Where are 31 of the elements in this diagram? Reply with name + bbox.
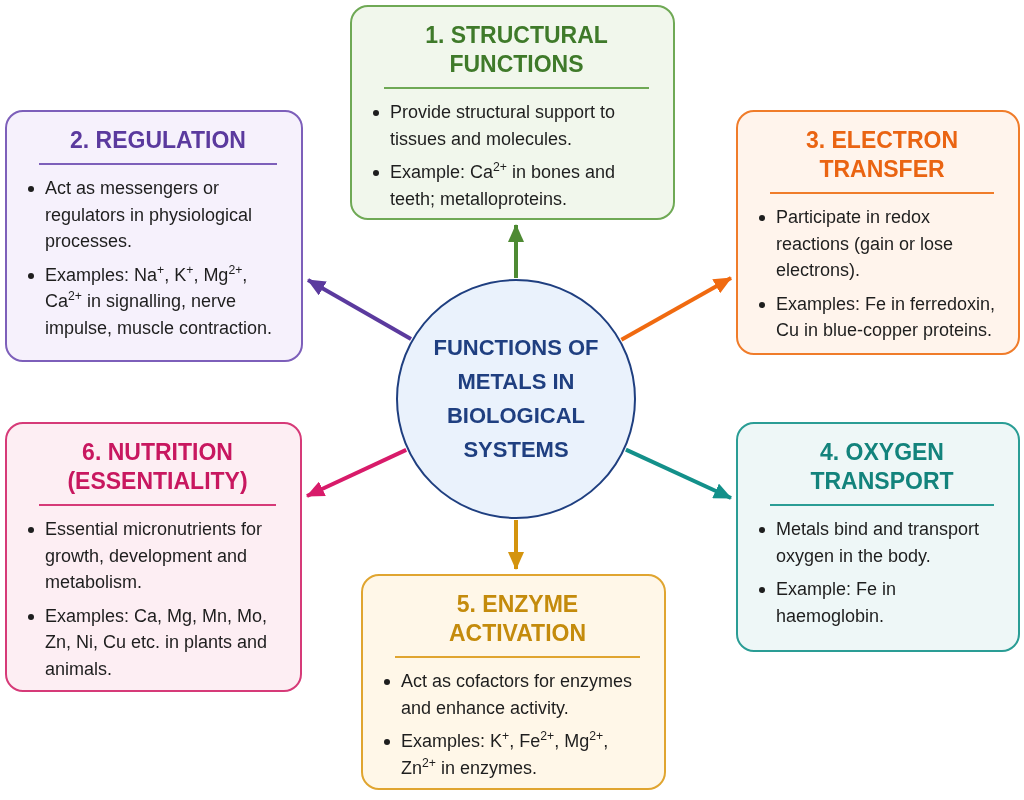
bullet-text: Essential micronutrients for growth, development and metabolism. <box>25 516 275 596</box>
card-heading: 6. NUTRITION (ESSENTIALITY) <box>66 438 249 496</box>
function-card <box>361 574 666 790</box>
bullet-text: Examples: Fe in ferredoxin, Cu in blue-copper proteins. <box>756 290 1001 344</box>
arrow <box>625 447 732 500</box>
card-heading: 1. STRUCTURAL FUNCTIONS <box>424 21 609 79</box>
arrow <box>307 278 412 341</box>
bullet-text: Metals bind and transport oxygen in the body. <box>756 516 1001 569</box>
card-heading: 3. ELECTRON TRANSFER <box>804 126 960 184</box>
arrow <box>306 448 408 498</box>
function-card <box>736 110 1020 355</box>
bullet-text: Act as messengers or regulators in physiological processes. <box>25 175 287 255</box>
bullet-text: Example: Ca$^{2+}$ in bones and teeth; metalloproteins. <box>370 159 632 212</box>
card-heading: 4. OXYGEN TRANSPORT <box>809 438 955 496</box>
bullet-text: Participate in redox reactions (gain or lose electrons). <box>756 204 1001 284</box>
card-heading: 2. REGULATION <box>69 126 247 155</box>
function-card <box>350 5 675 220</box>
bullet-text: Examples: Ca, Mg, Mn, Mo, Zn, Ni, Cu etc. in plants and animals. <box>25 602 275 682</box>
function-card <box>736 422 1020 652</box>
function-card <box>5 422 302 692</box>
bullet-text: Examples: Na$^{+}$, K$^{+}$, Mg$^{2+}$, Ca$^{2+}$ in signalling, nerve impulse, muscle contraction. <box>25 261 287 341</box>
bullet-text: Examples: K$^{+}$, Fe$^{2+}$, Mg$^{2+}$, Zn$^{2+}$ in enzymes. <box>381 728 639 781</box>
arrow <box>508 520 524 570</box>
arrow <box>508 224 524 278</box>
bullet-text: Act as cofactors for enzymes and enhance activity. <box>381 668 639 721</box>
bullet-text: Example: Fe in haemoglobin. <box>756 576 1001 629</box>
bullet-text: Provide structural support to tissues and molecules. <box>370 99 632 152</box>
center-title: FUNCTIONS OF METALS IN BIOLOGICAL SYSTEMS <box>432 334 600 464</box>
card-heading: 5. ENZYME ACTIVATION <box>447 590 588 648</box>
arrow <box>620 276 732 342</box>
function-card <box>5 110 303 362</box>
